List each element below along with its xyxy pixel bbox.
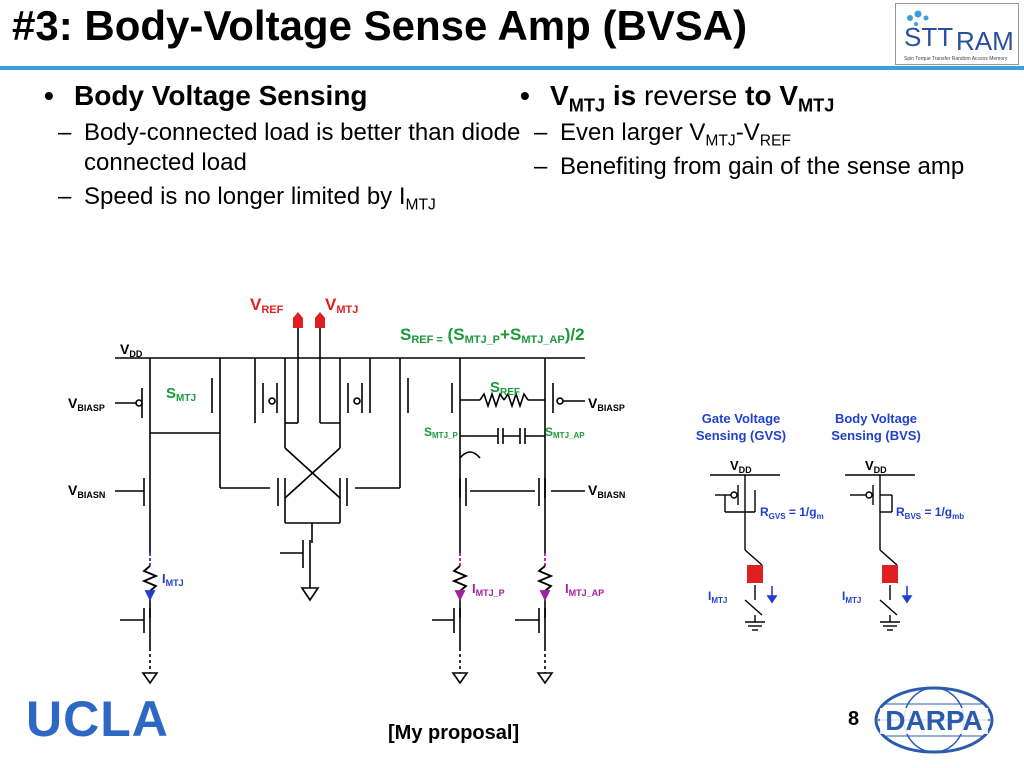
bvs-imtj-label: IMTJ — [842, 589, 861, 605]
imtj-ap-label: IMTJ_AP — [565, 581, 604, 598]
gvs-title-line1: Gate Voltage — [702, 411, 781, 426]
logo-stt-text: STT — [904, 22, 953, 52]
right-bullets: VMTJ is reverse to VMTJ –Even larger VMT… — [516, 78, 996, 182]
sub-bullet-even-larger: –Even larger VMTJ-VREF — [534, 119, 791, 150]
bvs-title-line2: Sensing (BVS) — [831, 428, 921, 443]
vbiasn-left-label: VBIASN — [68, 482, 105, 500]
vmtj-label: VMTJ — [325, 295, 358, 316]
smtj-p-label: SMTJ_P — [424, 425, 458, 440]
logo-ram-text: RAM — [956, 26, 1014, 56]
bvs-vdd-label: VDD — [865, 458, 887, 475]
sref-label: SREF — [490, 379, 520, 398]
vbiasp-left-label: VBIASP — [68, 395, 105, 413]
bullet-body-voltage-sensing: Body Voltage Sensing — [40, 78, 530, 114]
bvs-title-line1: Body Voltage — [835, 411, 917, 426]
rbvs-label: RBVS = 1/gmb — [896, 505, 964, 521]
rgvs-label: RGVS = 1/gm — [760, 505, 824, 521]
gvs-vdd-label: VDD — [730, 458, 752, 475]
bvsa-circuit-schematic: VREF VMTJ SREF = (SMTJ_P+SMTJ_AP)/2 VDD … — [68, 295, 625, 685]
sttram-logo: STT RAM Spin Torque Transfer Random Acce… — [895, 3, 1019, 65]
sub-bullet-speed: –Speed is no longer limited by IMTJ — [58, 183, 436, 214]
proposal-caption: [My proposal] — [388, 722, 520, 744]
smtj-ap-label: SMTJ_AP — [545, 425, 585, 440]
vbiasp-right-label: VBIASP — [588, 395, 625, 413]
sref-equation: SREF = (SMTJ_P+SMTJ_AP)/2 — [400, 325, 585, 346]
imtj-p-label: IMTJ_P — [472, 581, 505, 598]
bullet-vmtj-reverse: VMTJ is reverse to VMTJ — [516, 78, 996, 114]
darpa-logo: DARPA — [874, 686, 994, 754]
vref-label: VREF — [250, 295, 284, 316]
vbiasn-right-label: VBIASN — [588, 482, 625, 500]
logo-tagline: Spin Torque Transfer Random Access Memor… — [904, 56, 1008, 62]
ucla-logo: UCLA — [26, 691, 169, 747]
vdd-label: VDD — [120, 341, 143, 359]
smtj-label: SMTJ — [166, 385, 196, 404]
imtj-label: IMTJ — [162, 571, 184, 588]
page-number: 8 — [848, 708, 860, 730]
gvs-title-line2: Sensing (GVS) — [696, 428, 786, 443]
page-title: #3: Body-Voltage Sense Amp (BVSA) — [12, 2, 748, 49]
title-underline — [0, 66, 1024, 70]
gvs-bvs-comparison: Gate Voltage Sensing (GVS) Body Voltage … — [696, 411, 964, 631]
sub-bullet-gain: –Benefiting from gain of the sense amp — [534, 153, 965, 180]
gvs-imtj-label: IMTJ — [708, 589, 727, 605]
left-bullets: Body Voltage Sensing –Body-connected loa… — [40, 78, 530, 214]
sub-bullet-body-connected: –Body-connected load is better than diod… — [58, 119, 521, 176]
darpa-text: DARPA — [885, 705, 982, 736]
